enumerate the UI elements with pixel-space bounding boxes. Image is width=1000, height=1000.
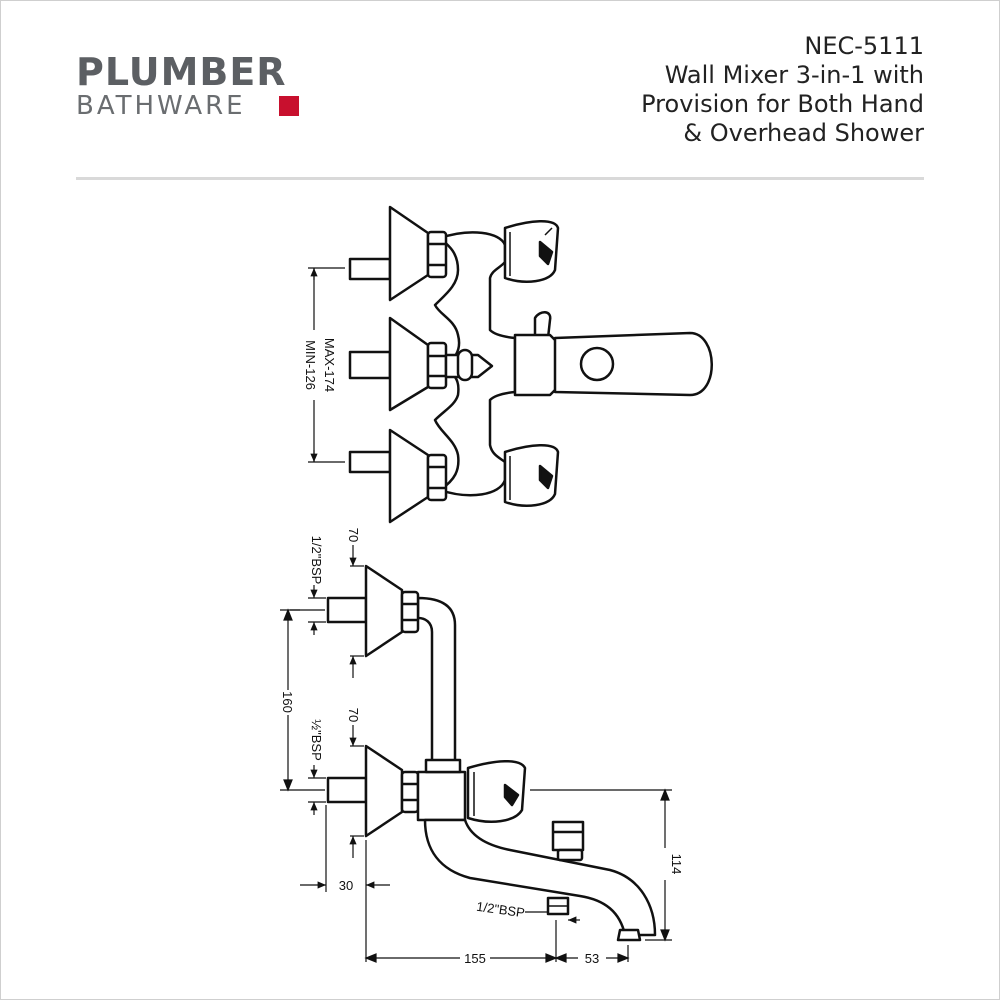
top-view-drawing: [348, 205, 713, 524]
mixer-body: [416, 770, 467, 822]
spout-top: [553, 331, 713, 397]
dim-70-upper: 70: [346, 528, 361, 542]
dim-30: 30: [339, 878, 353, 893]
product-code: NEC-5111: [804, 32, 924, 60]
inlet-stub-mid: [348, 350, 392, 380]
range-max-label: MAX-174: [322, 338, 337, 392]
top-view-dimension: [308, 267, 345, 463]
dim-114: 114: [669, 854, 684, 875]
product-name-line-1: Wall Mixer 3-in-1 with: [664, 61, 924, 89]
side-handle: [466, 760, 527, 823]
nut-bottom: [426, 453, 448, 502]
product-name-line-3: & Overhead Shower: [683, 119, 924, 147]
upper-nut: [400, 590, 420, 634]
spout-outlet: [579, 346, 615, 382]
brand-subname: BATHWARE: [76, 91, 246, 121]
inlet-stub-bottom: [348, 450, 392, 474]
range-min-label: MIN-126: [303, 340, 318, 390]
thread-spout-label: 1/2"BSP: [475, 899, 525, 921]
lower-flange: [364, 744, 404, 838]
upper-flange: [364, 564, 404, 658]
upper-inlet-stub: [326, 596, 368, 624]
product-title: NEC-5111 Wall Mixer 3-in-1 with Provisio…: [641, 32, 924, 148]
dim-53: 53: [585, 951, 599, 966]
nut-mid: [426, 341, 448, 390]
spout-neck: [513, 333, 562, 397]
lower-inlet-stub: [326, 776, 368, 804]
flange-mid: [388, 316, 430, 412]
nut-top: [426, 230, 448, 279]
side-spout: [423, 818, 657, 937]
dim-155: 155: [464, 951, 486, 966]
thread-upper-label: 1/2"BSP: [309, 536, 324, 585]
handle-bottom: [503, 444, 560, 507]
thread-lower-label: ½"BSP: [309, 719, 324, 760]
riser-pipe: [416, 596, 457, 770]
inlet-stub-top: [348, 257, 392, 281]
brand-square-icon: [279, 96, 299, 116]
brand-logo: PLUMBER BATHWARE: [76, 52, 316, 122]
flange-top: [388, 205, 430, 302]
product-name-line-2: Provision for Both Hand: [641, 90, 924, 118]
lower-nut: [400, 770, 420, 814]
riser-collar: [424, 758, 462, 774]
flange-bottom: [388, 428, 430, 524]
dim-160: 160: [280, 691, 295, 713]
dim-70-lower: 70: [346, 708, 361, 722]
spout-aerator: [616, 928, 642, 942]
side-view-dimensions: [280, 545, 672, 963]
header-divider: [76, 177, 924, 180]
brand-name: PLUMBER: [76, 50, 287, 94]
handle-top: [503, 220, 560, 283]
diverter-knob: [551, 820, 585, 852]
side-view-drawing: [326, 564, 657, 942]
